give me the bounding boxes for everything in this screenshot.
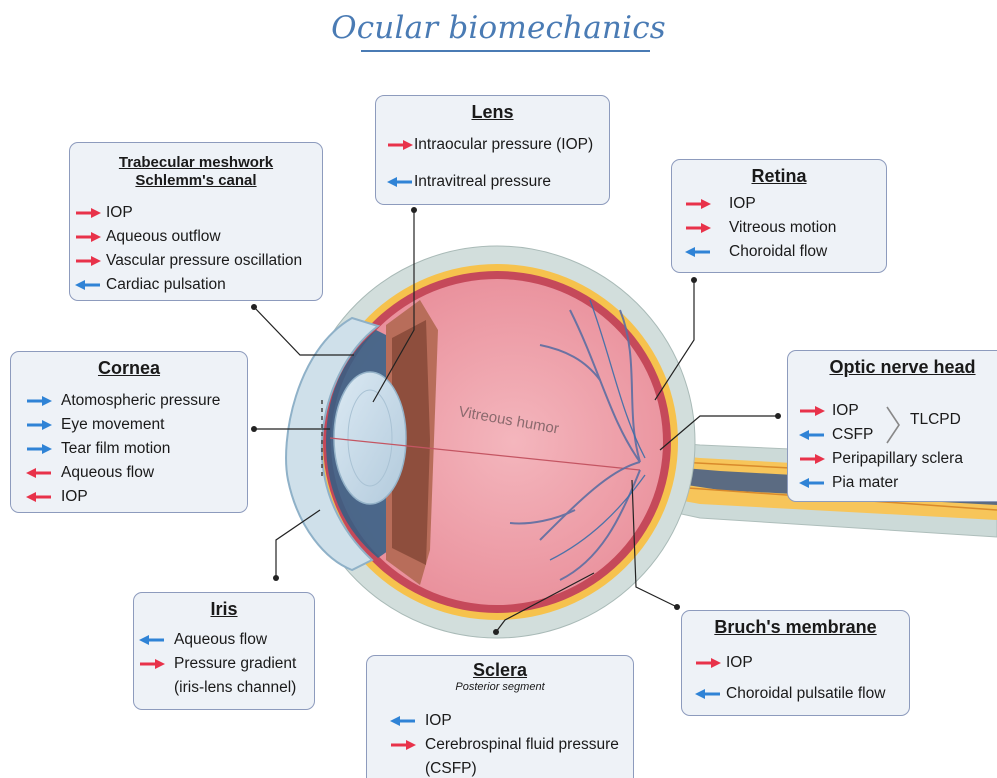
bracket-chevron-icon: [884, 405, 902, 445]
red-left-arrow-icon: [25, 491, 53, 503]
trabecular-item-1: IOP: [74, 204, 133, 222]
sclera-title: Sclera: [367, 660, 633, 681]
bruchs-membrane-box: Bruch's membrane IOP Choroidal pulsatile…: [681, 610, 910, 716]
trabecular-title-2: Schlemm's canal: [70, 172, 322, 190]
bruch-item-2: Choroidal pulsatile flow: [694, 685, 885, 703]
sclera-item-3: (CSFP): [389, 760, 477, 778]
lens-box: Lens Intraocular pressure (IOP) Intravit…: [375, 95, 610, 205]
iris-box: Iris Aqueous flow Pressure gradient (iri…: [133, 592, 315, 710]
retina-item-2: Vitreous motion: [684, 219, 836, 237]
blue-left-arrow-icon: [389, 715, 417, 727]
optic-item-4: Pia mater: [798, 474, 898, 492]
retina-item-1: IOP: [684, 195, 756, 213]
iris-item-2: Pressure gradient: [138, 655, 296, 673]
optic-item-2: CSFP: [798, 426, 873, 444]
lens-item-2: Intravitreal pressure: [386, 173, 551, 191]
cornea-item-2: Eye movement: [25, 416, 164, 434]
lens-title: Lens: [376, 102, 609, 123]
blue-left-arrow-icon: [798, 429, 826, 441]
optic-nerve-head-box: Optic nerve head IOP CSFP TLCPD Peripapi…: [787, 350, 997, 502]
retina-item-3: Choroidal flow: [684, 243, 827, 261]
blue-left-arrow-icon: [684, 246, 712, 258]
red-right-arrow-icon: [684, 222, 712, 234]
bruch-item-1: IOP: [694, 654, 753, 672]
blue-left-arrow-icon: [138, 634, 166, 646]
bruch-title: Bruch's membrane: [682, 617, 909, 638]
trabecular-box: Trabecular meshwork Schlemm's canal IOP …: [69, 142, 323, 301]
optic-item-1: IOP: [798, 402, 859, 420]
cornea-item-3: Tear film motion: [25, 440, 170, 458]
blue-left-arrow-icon: [386, 176, 414, 188]
trabecular-item-4: Cardiac pulsation: [74, 276, 226, 294]
iris-item-1: Aqueous flow: [138, 631, 267, 649]
cornea-item-4: Aqueous flow: [25, 464, 154, 482]
red-right-arrow-icon: [694, 657, 722, 669]
retina-box: Retina IOP Vitreous motion Choroidal flo…: [671, 159, 887, 273]
sclera-item-2: Cerebrospinal fluid pressure: [389, 736, 619, 754]
red-right-arrow-icon: [798, 453, 826, 465]
lens-item-1: Intraocular pressure (IOP): [386, 136, 593, 154]
iris-item-3: (iris-lens channel): [138, 679, 296, 697]
red-right-arrow-icon: [389, 739, 417, 751]
red-right-arrow-icon: [74, 207, 102, 219]
blue-left-arrow-icon: [798, 477, 826, 489]
cornea-title: Cornea: [11, 358, 247, 379]
sclera-subtitle: Posterior segment: [367, 681, 633, 693]
red-right-arrow-icon: [74, 231, 102, 243]
red-right-arrow-icon: [138, 658, 166, 670]
blue-left-arrow-icon: [694, 688, 722, 700]
red-right-arrow-icon: [74, 255, 102, 267]
cornea-item-5: IOP: [25, 488, 88, 506]
red-right-arrow-icon: [386, 139, 414, 151]
cornea-box: Cornea Atomospheric pressure Eye movemen…: [10, 351, 248, 513]
red-right-arrow-icon: [684, 198, 712, 210]
tlcpd-label: TLCPD: [910, 411, 961, 429]
sclera-box: Sclera Posterior segment IOP Cerebrospin…: [366, 655, 634, 778]
cornea-item-1: Atomospheric pressure: [25, 392, 220, 410]
blue-right-arrow-icon: [25, 443, 53, 455]
iris-title: Iris: [134, 599, 314, 620]
red-right-arrow-icon: [798, 405, 826, 417]
trabecular-title-1: Trabecular meshwork: [70, 154, 322, 172]
trabecular-item-2: Aqueous outflow: [74, 228, 221, 246]
lens-shape: [334, 372, 406, 504]
blue-left-arrow-icon: [74, 279, 102, 291]
blue-right-arrow-icon: [25, 395, 53, 407]
optic-title: Optic nerve head: [808, 357, 997, 378]
trabecular-item-3: Vascular pressure oscillation: [74, 252, 302, 270]
optic-item-3: Peripapillary sclera: [798, 450, 963, 468]
retina-title: Retina: [672, 166, 886, 187]
blue-right-arrow-icon: [25, 419, 53, 431]
sclera-item-1: IOP: [389, 712, 452, 730]
red-left-arrow-icon: [25, 467, 53, 479]
